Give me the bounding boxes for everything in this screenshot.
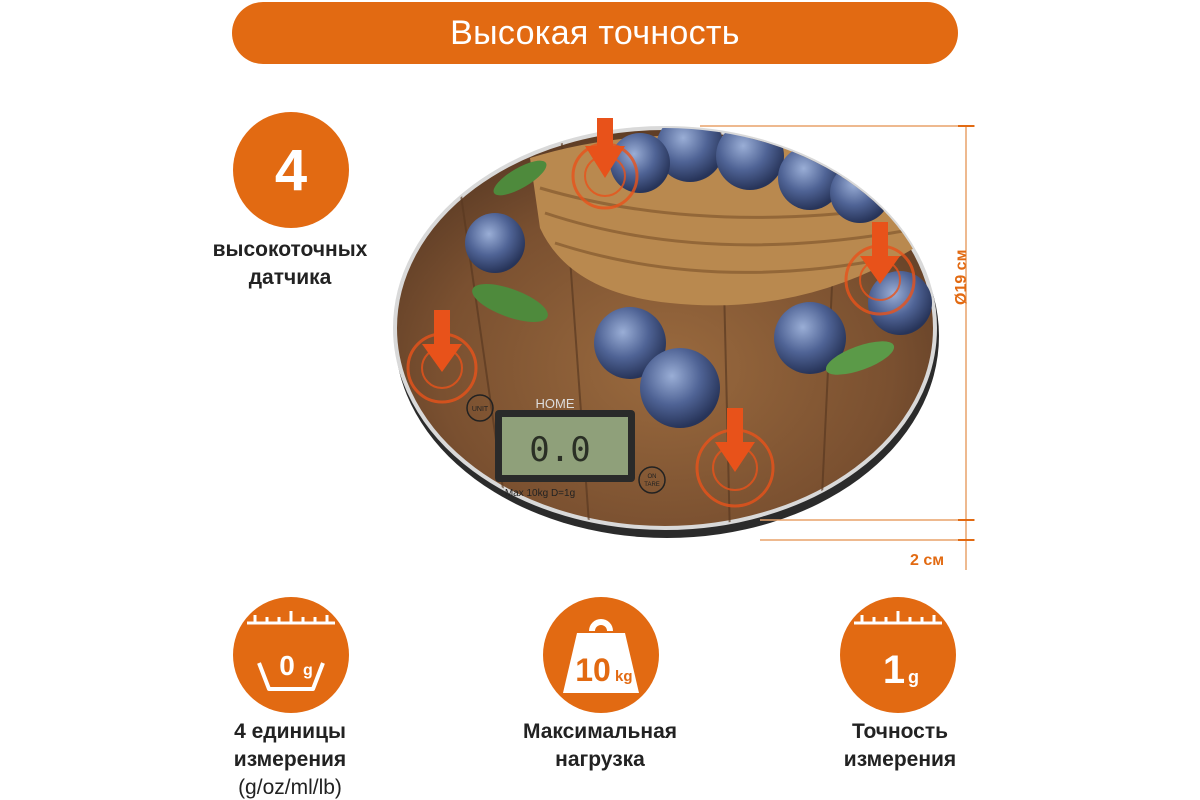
- scale-illustration: 0.0 HOME Max 10kg D=1g UNIT ON TARE: [390, 98, 950, 538]
- units-caption-line3: (g/oz/ml/lb): [238, 776, 342, 799]
- sensors-caption: высокоточных датчика: [190, 236, 390, 292]
- unit-button[interactable]: [466, 394, 494, 422]
- arrow-down-icon: [860, 256, 900, 284]
- scale-image: 0.0 HOME Max 10kg D=1g UNIT ON TARE: [393, 98, 939, 538]
- accuracy-caption-line2: измерения: [843, 748, 957, 771]
- tare-bowl-icon: 0 g: [233, 597, 349, 713]
- load-icon-unit: kg: [615, 668, 633, 685]
- tare-button-line1: ON: [648, 474, 657, 480]
- sensor-marker-bottom: [695, 408, 775, 508]
- units-caption-line1: 4 единицы: [234, 720, 346, 743]
- load-icon-badge: 10 kg: [543, 597, 659, 713]
- weight-icon: 10 kg: [543, 597, 659, 713]
- accuracy-icon-badge: 1 g: [840, 597, 956, 713]
- scale-brand: HOME: [536, 396, 575, 411]
- load-caption-line1: Максимальная: [522, 720, 678, 743]
- arrow-down-icon: [422, 344, 462, 372]
- scale-lcd: [502, 417, 628, 475]
- units-icon-unit: g: [303, 662, 313, 679]
- banner-title-text: Высокая точность: [450, 13, 740, 52]
- units-caption: 4 единицы измерения (g/oz/ml/lb): [190, 718, 390, 800]
- accuracy-icon-unit: g: [908, 667, 919, 687]
- accuracy-caption-line1: Точность: [851, 720, 949, 743]
- scale-reading: 0.0: [529, 430, 590, 470]
- sensors-caption-line2: датчика: [248, 266, 332, 289]
- load-caption: Максимальная нагрузка: [490, 718, 710, 774]
- unit-button-label: UNIT: [472, 406, 489, 413]
- units-caption-line2: измерения: [233, 748, 347, 771]
- sensors-count-badge: 4: [233, 112, 349, 228]
- height-label: 2 см: [910, 552, 945, 569]
- arrow-down-icon: [585, 146, 625, 178]
- load-icon-value: 10: [575, 652, 611, 688]
- accuracy-caption: Точность измерения: [800, 718, 1000, 774]
- sensors-count: 4: [274, 137, 308, 203]
- accuracy-icon-value: 1: [883, 648, 905, 692]
- tare-button-line2: TARE: [644, 482, 660, 488]
- scale-model-text: Max 10kg D=1g: [505, 488, 575, 499]
- sensor-marker-left: [406, 310, 478, 404]
- diameter-label: Ø19 см: [953, 249, 970, 305]
- sensor-marker-right: [844, 222, 916, 316]
- banner-title: Высокая точность: [232, 2, 958, 64]
- load-caption-line2: нагрузка: [555, 748, 645, 771]
- units-icon-badge: 0 g: [233, 597, 349, 713]
- sensors-caption-line1: высокоточных: [212, 238, 368, 261]
- ruler-gram-icon: 1 g: [840, 597, 956, 713]
- units-icon-value: 0: [279, 650, 295, 681]
- arrow-down-icon: [715, 442, 755, 472]
- tare-button[interactable]: [638, 466, 666, 494]
